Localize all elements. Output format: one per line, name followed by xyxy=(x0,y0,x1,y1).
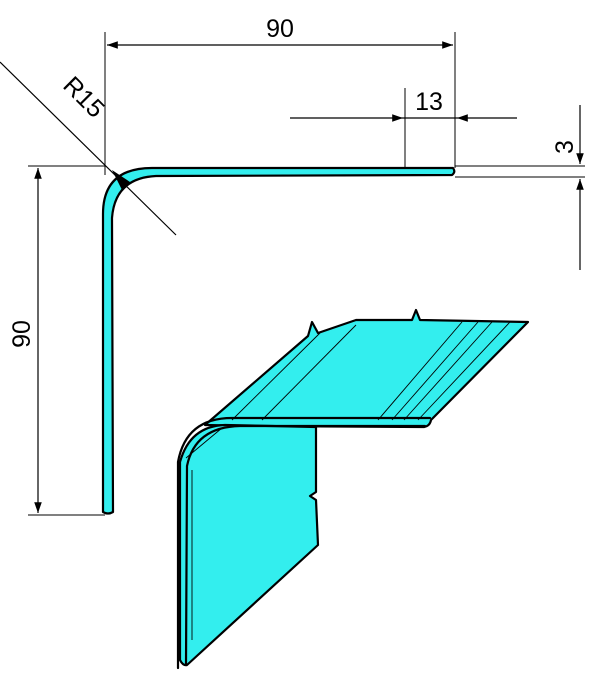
surface-hatch-corner xyxy=(185,427,223,640)
dim-top-width: 90 xyxy=(266,15,294,43)
dim-thickness: 3 xyxy=(551,140,579,154)
dim-lip: 13 xyxy=(415,88,443,116)
dimension-labels: 90 13 R15 3 90 xyxy=(8,15,579,348)
surface-hatch-top xyxy=(231,321,511,421)
dim-radius: R15 xyxy=(58,71,110,123)
dimension-lines xyxy=(0,41,584,513)
extension-lines xyxy=(28,32,585,516)
dim-left-height: 90 xyxy=(8,320,36,348)
isometric-view xyxy=(176,308,530,670)
